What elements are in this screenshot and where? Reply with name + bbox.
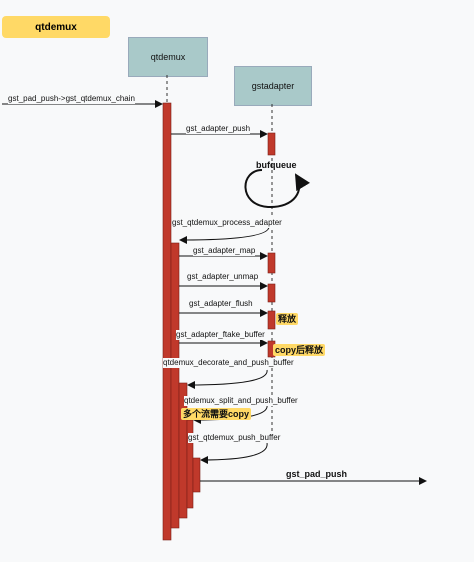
label-decorate-push: qtdemux_decorate_and_push_buffer [163,358,294,368]
label-adapter-unmap: gst_adapter_unmap [187,272,259,282]
arrow-decorate [187,369,268,389]
label-adapter-flush: gst_adapter_flush [189,299,253,309]
bufqueue-loop [244,169,311,209]
label-push-buffer: gst_qtdemux_push_buffer [188,433,281,443]
label-split-push: qtdemux_split_and_push_buffer [184,396,298,406]
note-release: 释放 [276,313,299,325]
activation-adapter-push [267,132,276,156]
note-copy-release: copy后释放 [273,344,326,356]
activation-adapter-map [267,252,276,274]
participant-gstadapter: gstadapter [234,66,312,106]
label-pad-push: gst_pad_push [286,469,348,479]
diagram-title: qtdemux [2,16,110,38]
participant-qtdemux: qtdemux [128,37,208,77]
arrow-push-buffer [200,442,268,464]
label-bufqueue: bufqueue [256,160,297,170]
activation-adapter-unmap [267,283,276,303]
arrow-process-adapter [179,226,270,244]
label-process-adapter: gst_qtdemux_process_adapter [172,218,282,228]
note-multi-stream-copy: 多个流需要copy [181,408,252,420]
label-adapter-ftake: gst_adapter_ftake_buffer [176,330,265,340]
activation-process-adapter [170,242,180,529]
label-entry: gst_pad_push->gst_qtdemux_chain [8,94,135,104]
activation-qtdemux-main [162,102,172,541]
label-adapter-push: gst_adapter_push [186,124,251,134]
activation-adapter-flush [267,310,276,330]
label-adapter-map: gst_adapter_map [193,246,256,256]
activation-push-buffer [192,457,201,493]
